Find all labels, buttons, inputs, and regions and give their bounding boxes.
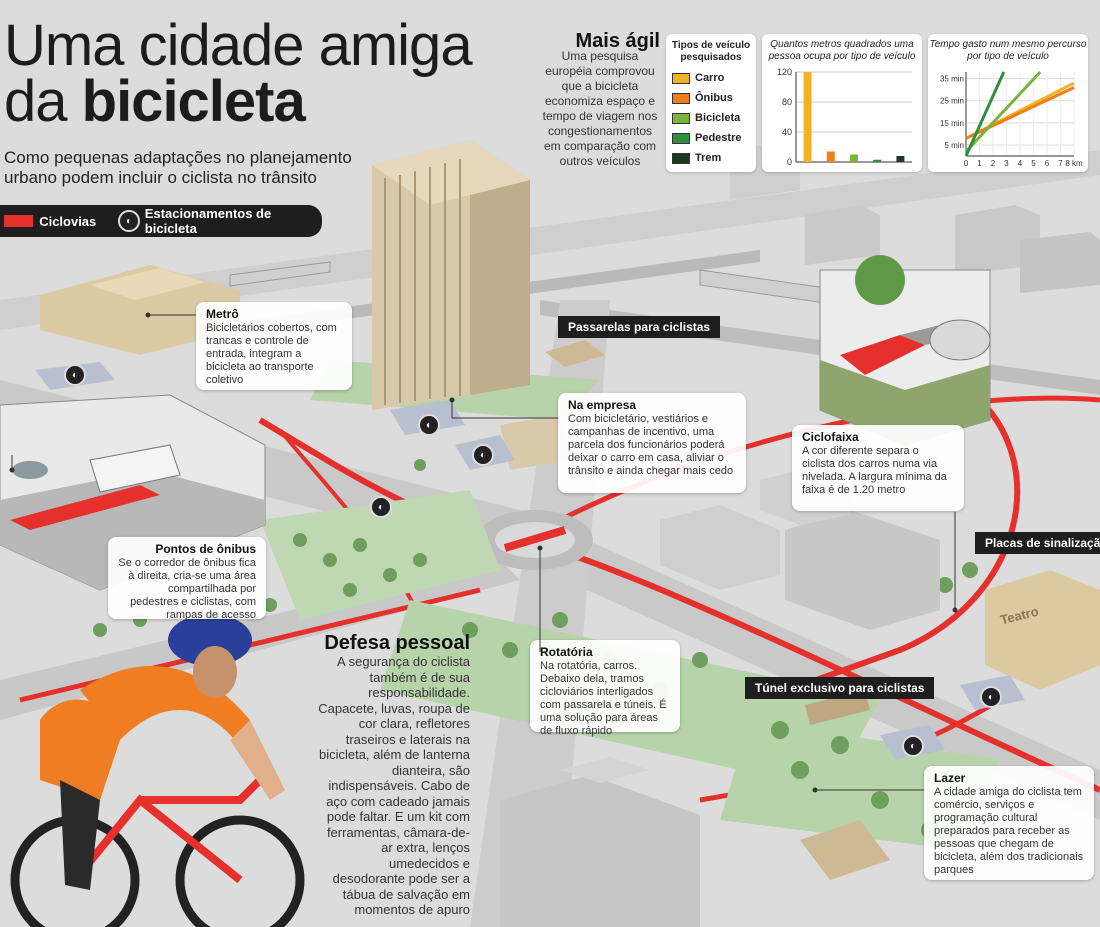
bike-parking-icon: ◐ <box>370 496 392 518</box>
series-line-pedestre <box>964 71 1006 157</box>
bar-pedestre <box>873 159 882 162</box>
callout-title: Na empresa <box>568 398 637 412</box>
bike-parking-icon: ◐ <box>902 735 924 757</box>
callout-text: Se o corredor de ônibus fica à direita, … <box>118 557 256 621</box>
onibus-swatch <box>672 92 690 104</box>
page-subtitle: Como pequenas adaptações no planejamento… <box>4 148 352 187</box>
callout-text: Com bicicletário, vestiários e campanhas… <box>568 413 734 477</box>
time-chart: Tempo gasto num mesmo percurso por tipo … <box>928 34 1088 172</box>
title-line-2: da bicicleta <box>4 73 472 131</box>
bike-parking-icon: ◐ <box>980 686 1002 708</box>
y-tick-label: 80 <box>782 97 792 107</box>
callout-title: Pontos de ônibus <box>155 542 256 556</box>
title-prefix: da <box>4 69 82 134</box>
bar-bicicleta <box>850 154 858 162</box>
space-chart: Quantos metros quadrados uma pessoa ocup… <box>762 34 922 172</box>
label-tunel: Túnel exclusivo para ciclistas <box>745 677 935 699</box>
vehicle-label: Carro <box>695 72 725 84</box>
vehicle-legend: Tipos de veículo pesquisados Carro Ônibu… <box>666 34 756 172</box>
x-tick-label: 2 <box>991 159 996 168</box>
carro-swatch <box>672 72 690 84</box>
bike-lane-swatch <box>4 215 34 227</box>
mais-agil-text: Uma pesquisa européia comprovou que a bi… <box>542 49 658 168</box>
title-bold-word: bicicleta <box>81 69 306 134</box>
bar-onibus <box>826 151 835 162</box>
cyclist-figure <box>10 614 305 927</box>
callout-metro: Metrô Bicicletários cobertos, com tranca… <box>196 302 352 390</box>
callout-text: Na rotatória, carros. Debaixo dela, tram… <box>540 660 667 737</box>
label-placas: Placas de sinalização <box>975 532 1100 554</box>
y-tick-label: 25 min <box>940 97 964 106</box>
x-tick-label: 0 <box>964 159 969 168</box>
bicicleta-swatch <box>672 112 690 124</box>
vehicle-legend-item: Pedestre <box>666 128 756 148</box>
y-tick-label: 35 min <box>940 75 964 84</box>
y-tick-label: 120 <box>777 68 792 77</box>
legend-estacionamentos: Estacionamentos de bicicleta <box>144 206 272 236</box>
callout-rotatoria: Rotatória Na rotatória, carros. Debaixo … <box>530 640 680 737</box>
callout-title: Metrô <box>206 307 239 321</box>
vehicle-label: Ônibus <box>695 92 733 104</box>
bar-carro <box>803 72 812 162</box>
y-tick-label: 5 min <box>944 141 964 150</box>
bike-parking-icon: ◐ <box>118 210 140 232</box>
defesa-title: Defesa pessoal <box>324 632 470 654</box>
mais-agil-section: Mais ágil Uma pesquisa européia comprovo… <box>540 30 660 169</box>
x-tick-label: 4 <box>1018 159 1023 168</box>
callout-title: Rotatória <box>540 645 593 659</box>
callout-title: Lazer <box>934 771 966 785</box>
x-tick-label: 3 <box>1004 159 1009 168</box>
vehicle-legend-title: Tipos de veículo pesquisados <box>671 40 751 63</box>
callout-empresa: Na empresa Com bicicletário, vestiários … <box>558 393 746 493</box>
title-line-1: Uma cidade amiga <box>4 13 473 78</box>
callout-text: A cidade amiga do ciclista tem comércio,… <box>934 786 1084 876</box>
pedestre-swatch <box>672 132 690 144</box>
callout-text: A cor diferente separa o ciclista dos ca… <box>802 445 947 496</box>
time-chart-title: Tempo gasto num mesmo percurso por tipo … <box>929 39 1087 62</box>
map-legend: Ciclovias ◐ Estacionamentos de bicicleta <box>0 205 322 237</box>
x-tick-label: 8 km <box>1065 159 1083 168</box>
callout-onibus: Pontos de ônibus Se o corredor de ônibus… <box>108 537 266 621</box>
y-tick-label: 0 <box>787 157 792 167</box>
callout-title: Ciclofaixa <box>802 430 859 444</box>
label-passarelas: Passarelas para ciclistas <box>558 316 721 338</box>
bike-parking-icon: ◐ <box>472 444 494 466</box>
vehicle-legend-item: Ônibus <box>666 88 756 108</box>
bar-trem <box>896 156 905 162</box>
page-title: Uma cidade amiga da bicicleta <box>4 13 473 131</box>
y-tick-label: 40 <box>782 127 792 137</box>
vehicle-label: Trem <box>695 152 722 164</box>
callout-ciclofaixa: Ciclofaixa A cor diferente separa o cicl… <box>792 425 964 511</box>
x-tick-label: 1 <box>977 159 982 168</box>
vehicle-legend-item: Trem <box>666 148 756 168</box>
trem-swatch <box>672 152 690 164</box>
mais-agil-title: Mais ágil <box>575 30 660 52</box>
series-line-bicicleta <box>964 70 1042 153</box>
vehicle-legend-item: Carro <box>666 68 756 88</box>
callout-text: Bicicletários cobertos, com trancas e co… <box>206 322 337 386</box>
space-chart-title: Quantos metros quadrados uma pessoa ocup… <box>768 39 916 62</box>
defesa-section: Defesa pessoal A segurança do ciclista t… <box>318 632 470 918</box>
bike-parking-icon: ◐ <box>64 364 86 386</box>
vehicle-legend-item: Bicicleta <box>666 108 756 128</box>
series-line-onibus <box>965 86 1075 140</box>
x-tick-label: 5 <box>1031 159 1036 168</box>
vehicle-label: Pedestre <box>695 132 742 144</box>
callout-lazer: Lazer A cidade amiga do ciclista tem com… <box>924 766 1094 880</box>
legend-ciclovias: Ciclovias <box>39 213 97 229</box>
x-tick-label: 7 <box>1058 159 1063 168</box>
y-tick-label: 15 min <box>940 119 964 128</box>
vehicle-label: Bicicleta <box>695 112 741 124</box>
x-tick-label: 6 <box>1045 159 1050 168</box>
defesa-text: A segurança do ciclista também é de sua … <box>318 654 470 917</box>
space-chart-plot: 0 40 80 120 <box>777 68 912 167</box>
bike-parking-icon: ◐ <box>418 414 440 436</box>
